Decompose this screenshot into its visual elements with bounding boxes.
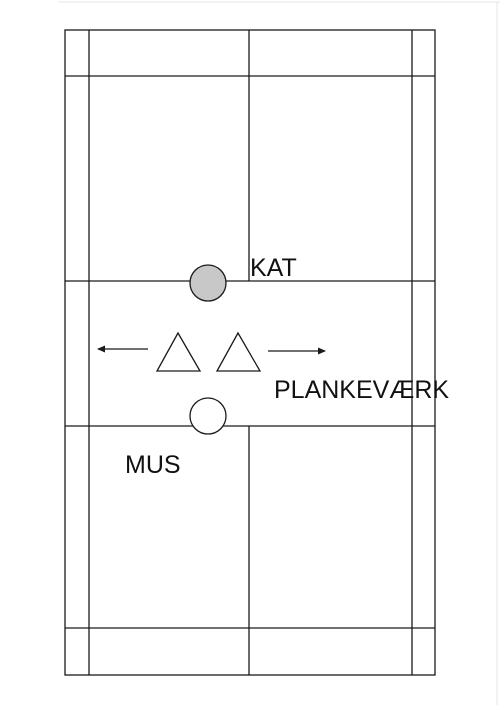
court-outer-boundary (64, 29, 436, 676)
cat-player-marker (189, 264, 227, 302)
cat-label: KAT (250, 254, 297, 282)
mouse-player-marker (189, 397, 227, 435)
fence-player-right-triangle (215, 331, 262, 372)
court-lines (64, 29, 436, 676)
mouse-label: MUS (125, 451, 181, 479)
fence-label: PLANKEVÆRK (274, 376, 449, 404)
fence-player-left-triangle (155, 331, 202, 372)
